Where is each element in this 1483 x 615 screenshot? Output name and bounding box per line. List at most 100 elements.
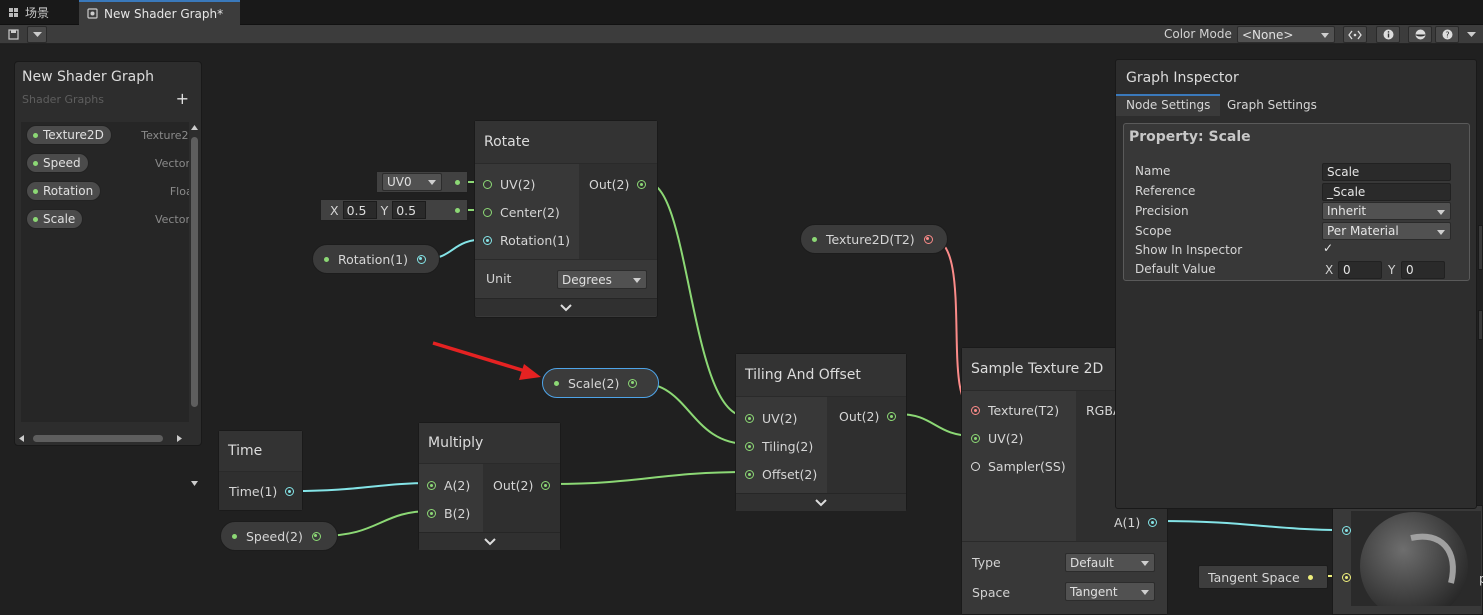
- blackboard-property-speed[interactable]: Speed: [26, 153, 89, 173]
- add-property-button[interactable]: +: [175, 89, 189, 108]
- precision-label: Precision: [1135, 204, 1189, 218]
- show-in-inspector-checkbox[interactable]: ✓: [1323, 241, 1334, 255]
- port-pin-icon: [971, 462, 980, 471]
- svg-text:?: ?: [1445, 31, 1449, 40]
- collapse-preview-button[interactable]: [736, 493, 906, 511]
- blackboard-property-scale[interactable]: Scale: [26, 209, 84, 229]
- rotate-input-rotation[interactable]: Rotation(1): [483, 233, 570, 248]
- time-output[interactable]: Time(1): [229, 484, 295, 499]
- blackboard-panel[interactable]: New Shader Graph Shader Graphs + Texture…: [14, 61, 202, 486]
- tiling-input-tiling[interactable]: Tiling(2): [745, 439, 813, 454]
- show-in-inspector-label: Show In Inspector: [1135, 243, 1243, 257]
- sample-output-a[interactable]: A(1): [1114, 515, 1158, 530]
- precision-dropdown[interactable]: Inherit: [1322, 202, 1451, 220]
- rotate-node[interactable]: Rotate UV(2) Center(2) Rotation(1) Out(2…: [474, 120, 658, 318]
- blackboard-horizontal-scrollbar[interactable]: [19, 432, 199, 444]
- inspector-tabs: Node Settings Graph Settings: [1116, 94, 1476, 116]
- tab-graph-settings[interactable]: Graph Settings: [1227, 98, 1317, 112]
- tiling-and-offset-node[interactable]: Tiling And Offset UV(2) Tiling(2) Offset…: [735, 353, 907, 511]
- speed-property-node[interactable]: Speed(2): [220, 521, 338, 551]
- default-y-field[interactable]: 0: [1401, 261, 1445, 279]
- name-field[interactable]: Scale: [1322, 163, 1451, 181]
- graph-toolbar: Color Mode <None> ?: [0, 25, 1483, 44]
- multiply-input-a[interactable]: A(2): [427, 478, 470, 493]
- property-dot-icon: [33, 132, 38, 138]
- port-label: Texture(T2): [988, 403, 1060, 418]
- property-type: Vector2: [154, 157, 197, 170]
- property-settings-panel: Property: Scale Name Scale Reference _Sc…: [1123, 123, 1470, 281]
- tangent-space-input-field[interactable]: Tangent Space: [1198, 565, 1328, 589]
- unit-dropdown[interactable]: Degrees: [557, 270, 647, 289]
- view-generated-shader-button[interactable]: [1343, 26, 1367, 43]
- port-pin-icon: [1342, 526, 1351, 535]
- port-pin-icon: [971, 406, 980, 415]
- node-title: Time: [219, 431, 302, 472]
- save-button[interactable]: [4, 26, 23, 43]
- type-dropdown[interactable]: Default: [1065, 553, 1155, 572]
- sample-input-sampler[interactable]: Sampler(SS): [971, 459, 1066, 474]
- name-label: Name: [1135, 164, 1171, 178]
- tab-scene[interactable]: 场景: [0, 0, 76, 25]
- save-options-dropdown[interactable]: [27, 26, 47, 43]
- tangent-space-label: Tangent Space: [1208, 569, 1300, 585]
- tab-scene-label: 场景: [25, 6, 50, 20]
- help-button[interactable]: ?: [1435, 26, 1459, 43]
- time-node[interactable]: Time Time(1): [218, 430, 303, 511]
- node-outputs: Time(1): [219, 472, 302, 510]
- scope-dropdown[interactable]: Per Material: [1322, 222, 1451, 240]
- unit-label: Unit: [486, 271, 512, 286]
- rotate-input-uv[interactable]: UV(2): [483, 177, 535, 192]
- main-preview-toggle-button[interactable]: [1408, 26, 1432, 43]
- color-mode-dropdown[interactable]: <None>: [1237, 26, 1335, 43]
- port-dot-icon: [455, 208, 460, 213]
- center-x-field[interactable]: 0.5: [342, 201, 377, 219]
- multiply-input-b[interactable]: B(2): [427, 506, 470, 521]
- scale-property-node[interactable]: Scale(2): [542, 368, 659, 398]
- tab-shader-graph[interactable]: New Shader Graph*: [79, 0, 240, 25]
- scroll-right-icon[interactable]: [177, 435, 183, 442]
- uv-channel-dropdown[interactable]: UV0: [382, 173, 442, 191]
- sample-input-texture[interactable]: Texture(T2): [971, 403, 1059, 418]
- scroll-up-icon[interactable]: [191, 125, 198, 131]
- scroll-left-icon[interactable]: [19, 435, 25, 442]
- rotate-output[interactable]: Out(2): [589, 177, 647, 192]
- scope-label: Scope: [1135, 224, 1172, 238]
- tab-node-settings[interactable]: Node Settings: [1116, 94, 1221, 116]
- collapse-preview-button[interactable]: [475, 298, 657, 316]
- texture2d-property-node[interactable]: Texture2D(T2): [800, 224, 948, 254]
- reference-field[interactable]: _Scale: [1322, 183, 1451, 201]
- sample-input-uv[interactable]: UV(2): [971, 431, 1023, 446]
- tiling-input-offset[interactable]: Offset(2): [745, 467, 817, 482]
- scroll-down-icon[interactable]: [191, 481, 198, 487]
- center-y-field[interactable]: 0.5: [392, 201, 427, 219]
- multiply-node[interactable]: Multiply A(2) B(2) Out(2): [418, 422, 561, 550]
- edge-sample-a-to-output: [1157, 520, 1346, 531]
- default-x-field[interactable]: 0: [1338, 261, 1382, 279]
- more-menu-button[interactable]: [1462, 26, 1480, 43]
- code-icon: [1348, 30, 1362, 39]
- port-label: Out(2): [839, 409, 880, 424]
- type-value: Default: [1070, 555, 1114, 570]
- blackboard-vertical-scrollbar[interactable]: [189, 123, 200, 486]
- preview-pane: [1351, 511, 1481, 615]
- property-list: Texture2D Texture2D Speed Vector2 Rotati…: [21, 122, 197, 422]
- tiling-input-uv[interactable]: UV(2): [745, 411, 797, 426]
- graph-inspector-panel[interactable]: Graph Inspector Node Settings Graph Sett…: [1115, 59, 1477, 509]
- collapse-preview-button[interactable]: [419, 532, 560, 550]
- output-stack-node[interactable]: p: [1332, 505, 1483, 615]
- blackboard-property-texture2d[interactable]: Texture2D: [26, 125, 112, 145]
- space-dropdown[interactable]: Tangent: [1065, 582, 1155, 601]
- node-title: Rotate: [475, 121, 657, 164]
- rotation-property-node[interactable]: Rotation(1): [312, 244, 440, 274]
- scrollbar-thumb[interactable]: [191, 137, 198, 407]
- multiply-output[interactable]: Out(2): [493, 478, 551, 493]
- tiling-output[interactable]: Out(2): [839, 409, 897, 424]
- scrollbar-thumb[interactable]: [33, 435, 163, 442]
- edge-multiply-to-offset: [552, 471, 749, 485]
- sample-output-rgba[interactable]: RGBA: [1086, 403, 1122, 418]
- blackboard-toggle-button[interactable]: [1376, 26, 1400, 43]
- port-pin-icon: [637, 180, 647, 189]
- rotate-input-center[interactable]: Center(2): [483, 205, 560, 220]
- blackboard-property-rotation[interactable]: Rotation: [26, 181, 102, 201]
